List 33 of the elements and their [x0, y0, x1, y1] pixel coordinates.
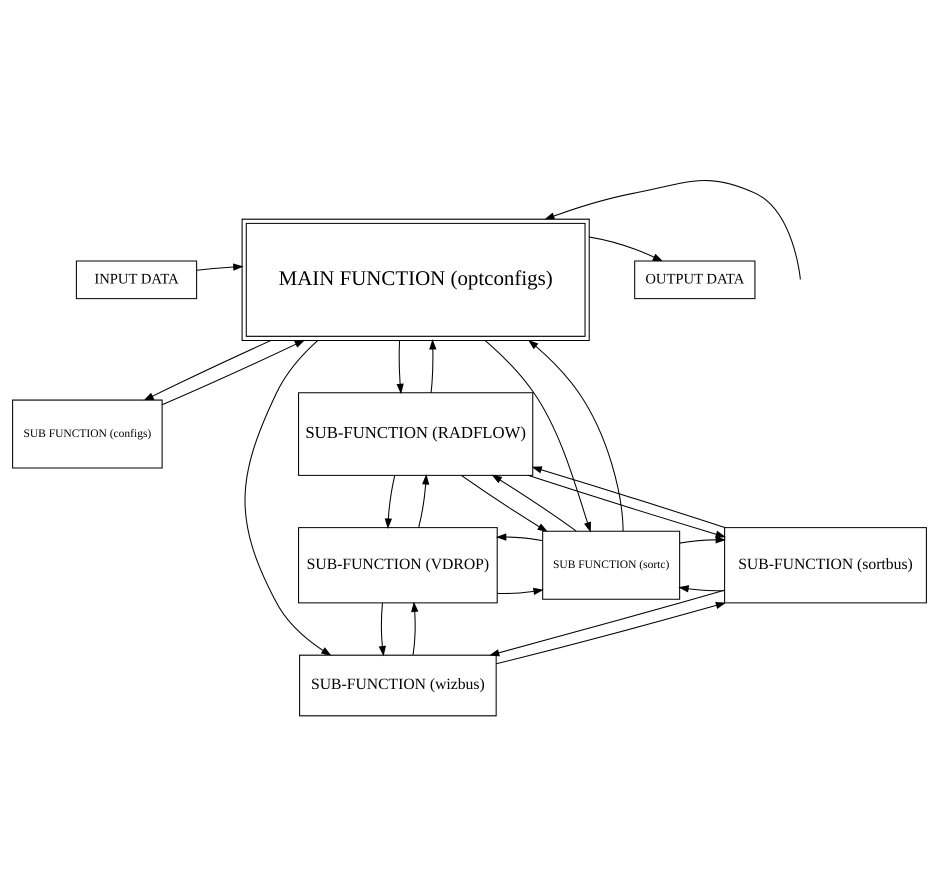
arrow: [528, 340, 624, 532]
arrow: [528, 474, 726, 538]
arrow: [396, 340, 404, 394]
node-box: SUB FUNCTION (sortc): [542, 530, 680, 600]
arrow: [411, 601, 418, 655]
arrow: [497, 588, 544, 596]
arrow: [244, 340, 332, 656]
arrow: [461, 475, 548, 532]
arrow: [378, 603, 386, 656]
node-box: SUB-FUNCTION (sortbus): [724, 527, 927, 604]
node-box: INPUT DATA: [76, 260, 198, 300]
arrow: [492, 474, 577, 532]
node-box: SUB-FUNCTION (RADFLOW): [298, 392, 534, 476]
arrow: [678, 585, 724, 592]
arrow: [496, 533, 542, 542]
arrow: [196, 263, 244, 271]
arrow: [544, 180, 801, 280]
arrow: [589, 236, 664, 262]
node-box: SUB-FUNCTION (VDROP): [298, 527, 498, 604]
arrow: [485, 340, 591, 533]
node-box: SUB FUNCTION (configs): [12, 400, 163, 469]
arrow: [384, 475, 396, 529]
arrow: [488, 590, 725, 656]
arrow: [143, 340, 271, 401]
node-box: SUB-FUNCTION (wizbus): [299, 654, 497, 716]
arrow: [418, 474, 430, 528]
arrow: [429, 339, 436, 393]
arrow: [162, 340, 306, 406]
arrow: [531, 466, 725, 528]
node-box: MAIN FUNCTION (optconfigs): [242, 218, 590, 341]
node-box: OUTPUT DATA: [634, 260, 756, 300]
arrow: [496, 602, 726, 664]
arrow: [680, 536, 726, 544]
